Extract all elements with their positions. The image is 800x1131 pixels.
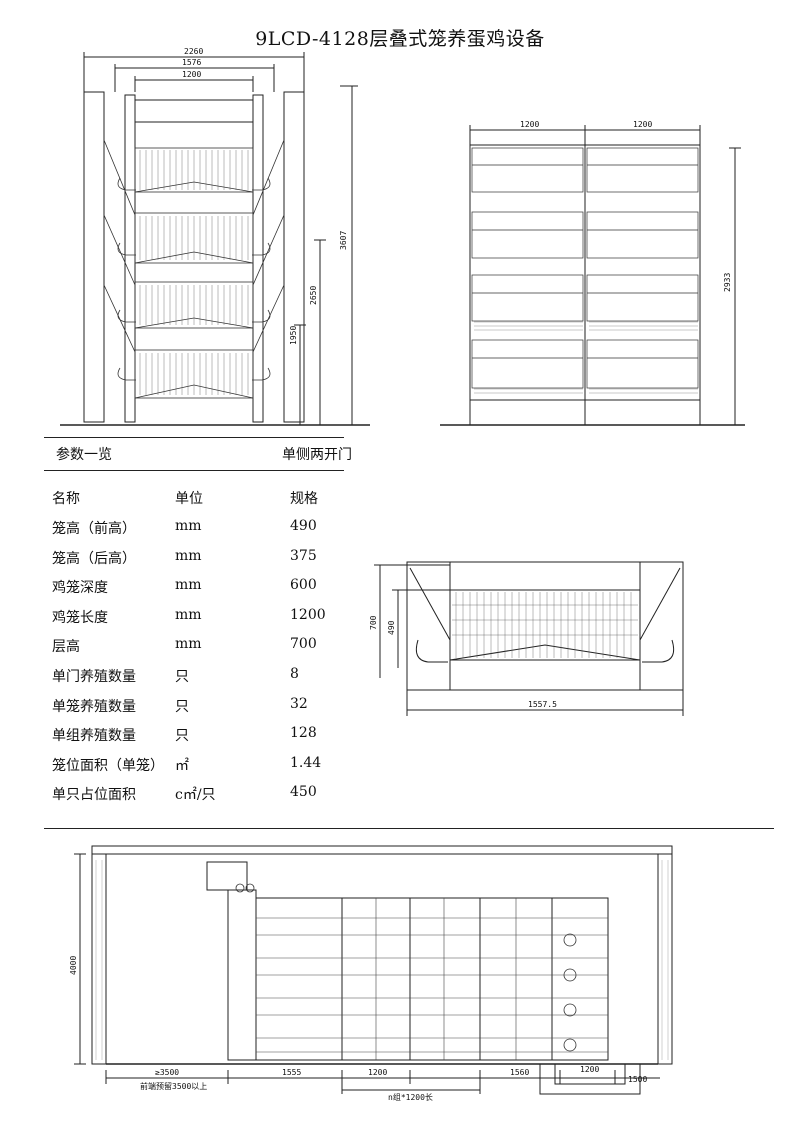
param-name: 笼高（前高） <box>52 521 136 537</box>
front-dim-1576: 1576 <box>182 58 201 67</box>
plan-dim-height: 4000 <box>69 956 78 975</box>
param-name: 单笼养殖数量 <box>52 699 136 715</box>
side-dim-height: 2933 <box>723 273 732 292</box>
side-dim-left: 1200 <box>520 120 539 129</box>
front-dim-2260: 2260 <box>184 47 203 56</box>
param-spec: 600 <box>290 577 317 593</box>
divider-top <box>44 437 344 438</box>
param-spec: 375 <box>290 548 317 564</box>
param-spec: 490 <box>290 518 317 534</box>
plan-dim-count-note: n组*1200长 <box>388 1092 433 1102</box>
front-dim-3607: 3607 <box>339 231 348 250</box>
param-spec: 700 <box>290 636 317 652</box>
section-dim-490: 490 <box>387 620 396 635</box>
side-view-drawing <box>440 125 745 426</box>
plan-dim-front-note: 前端预留3500以上 <box>140 1081 207 1091</box>
param-name: 单只占位面积 <box>52 787 136 803</box>
param-unit: mm <box>175 607 202 623</box>
front-dim-1950: 1950 <box>289 326 298 345</box>
plan-dim-front: ≥3500 <box>155 1068 179 1077</box>
param-spec: 1.44 <box>290 755 322 771</box>
front-dim-2650: 2650 <box>309 286 318 305</box>
door-type-label: 单侧两开门 <box>282 447 352 463</box>
section-dim-width: 1557.5 <box>528 700 557 709</box>
param-unit: 只 <box>175 669 189 685</box>
side-dim-right: 1200 <box>633 120 652 129</box>
section-view-drawing <box>374 561 684 716</box>
divider-head <box>44 470 344 471</box>
param-name: 单门养殖数量 <box>52 669 136 685</box>
param-spec: 128 <box>290 725 317 741</box>
param-unit: ㎡ <box>175 758 189 774</box>
param-name: 笼高（后高） <box>52 551 136 567</box>
section-dim-700: 700 <box>369 615 378 630</box>
header-spec: 规格 <box>290 491 318 507</box>
param-unit: mm <box>175 577 202 593</box>
param-spec: 450 <box>290 784 317 800</box>
param-spec: 8 <box>290 666 299 682</box>
param-unit: 只 <box>175 699 189 715</box>
plan-dim-pit: 1200 <box>580 1065 599 1074</box>
param-name: 单组养殖数量 <box>52 728 136 744</box>
plan-dim-tail: 1560 <box>510 1068 529 1077</box>
param-name: 鸡笼长度 <box>52 610 108 626</box>
front-dim-1200: 1200 <box>182 70 201 79</box>
plan-view-drawing <box>74 845 673 1095</box>
divider-bottom <box>44 828 774 829</box>
param-spec: 32 <box>290 696 308 712</box>
param-unit: mm <box>175 636 202 652</box>
param-unit: mm <box>175 548 202 564</box>
drawing-title: 9LCD-4128层叠式笼养蛋鸡设备 <box>255 28 545 50</box>
plan-dim-cage: 1200 <box>368 1068 387 1077</box>
param-name: 层高 <box>52 639 80 655</box>
header-unit: 单位 <box>175 491 203 507</box>
param-name: 笼位面积（单笼） <box>52 758 164 774</box>
param-unit: c㎡/只 <box>175 787 216 803</box>
param-unit: 只 <box>175 728 189 744</box>
header-name: 名称 <box>52 491 80 507</box>
param-spec: 1200 <box>290 607 326 623</box>
plan-dim-pit-clear: 1500 <box>628 1075 647 1084</box>
param-unit: mm <box>175 518 202 534</box>
param-name: 鸡笼深度 <box>52 580 108 596</box>
plan-dim-head: 1555 <box>282 1068 301 1077</box>
params-section-label: 参数一览 <box>56 447 112 463</box>
